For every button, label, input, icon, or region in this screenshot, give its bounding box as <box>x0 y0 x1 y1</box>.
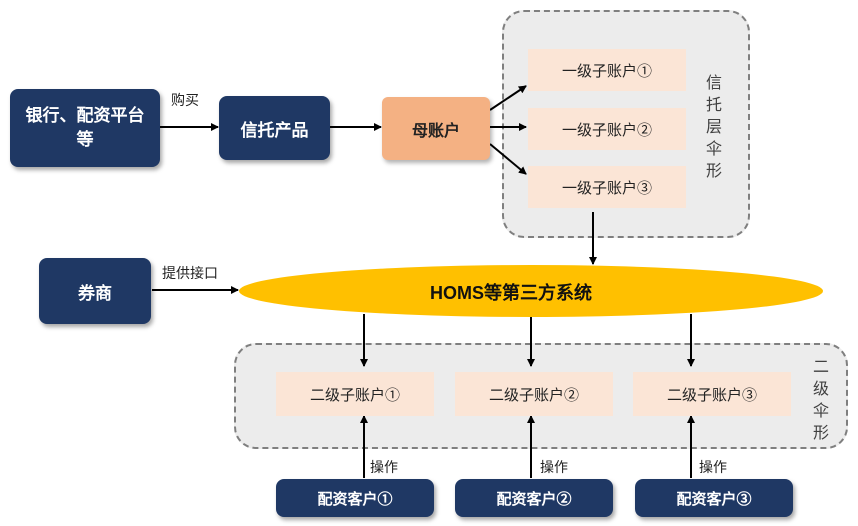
buy-label: 购买 <box>171 93 199 109</box>
trust-product-node: 信托产品 <box>219 96 330 160</box>
client-node-1: 配资客户① <box>276 479 434 517</box>
brokers-node: 券商 <box>39 258 151 324</box>
client-node-3: 配资客户③ <box>635 479 793 517</box>
operate-label-3: 操作 <box>699 460 727 476</box>
interface-label: 提供接口 <box>162 266 218 282</box>
operate-label-1: 操作 <box>370 460 398 476</box>
parent-account-node: 母账户 <box>382 97 490 160</box>
trust-umbrella-label: 信托层伞形 <box>705 73 722 180</box>
homs-label: HOMS等第三方系统 <box>430 283 592 303</box>
level2-account-1: 二级子账户① <box>276 372 434 416</box>
client-node-2: 配资客户② <box>455 479 613 517</box>
arrow-parent-to-l1-3 <box>489 143 527 175</box>
operate-label-2: 操作 <box>540 460 568 476</box>
level1-account-1: 一级子账户① <box>528 49 686 91</box>
level2-account-2: 二级子账户② <box>455 372 613 416</box>
level2-account-3: 二级子账户③ <box>633 372 791 416</box>
level2-umbrella-label: 二级伞形 <box>812 357 829 442</box>
level1-account-2: 一级子账户② <box>528 108 686 150</box>
level1-account-3: 一级子账户③ <box>528 166 686 208</box>
homs-ellipse <box>239 265 823 317</box>
banks-node: 银行、配资平台等 <box>10 89 160 167</box>
arrow-parent-to-l1-1 <box>489 85 527 111</box>
